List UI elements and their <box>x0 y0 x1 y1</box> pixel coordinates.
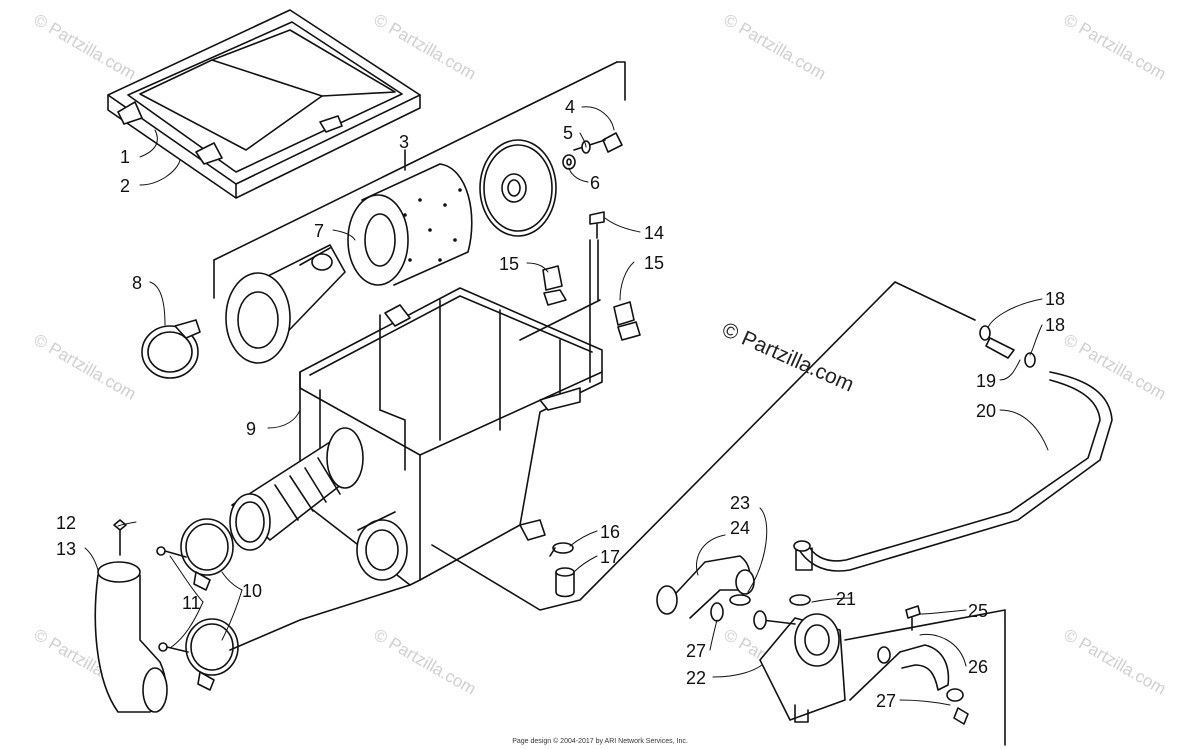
callout-18b: 18 <box>1045 315 1065 335</box>
callout-27b: 27 <box>876 691 896 711</box>
callout-25: 25 <box>968 601 988 621</box>
callout-7: 7 <box>314 221 324 241</box>
callout-8: 8 <box>132 273 142 293</box>
leader-lines <box>84 106 1049 706</box>
callout-13: 13 <box>56 539 76 559</box>
callout-19: 19 <box>976 371 996 391</box>
fitting-18-19 <box>979 325 1036 368</box>
callout-2: 2 <box>120 176 130 196</box>
callout-labels: 1 2 3 4 5 6 7 8 9 10 11 12 13 14 15 15 1… <box>56 97 1065 711</box>
airbox-cover <box>107 9 421 199</box>
clamp-21 <box>789 594 811 606</box>
callout-24: 24 <box>730 518 750 538</box>
assembly-bracket-lines <box>229 239 1006 746</box>
valve-22 <box>753 610 846 723</box>
footer-copyright: Page design © 2004-2017 by ARI Network S… <box>512 738 688 745</box>
hose-clamp-8 <box>141 319 201 379</box>
hose-24 <box>656 555 755 619</box>
callout-3: 3 <box>399 132 409 152</box>
foam-filter <box>347 163 473 286</box>
callout-21: 21 <box>836 589 856 609</box>
callout-15b: 15 <box>644 253 664 273</box>
clip-15a <box>542 265 567 306</box>
breather-hose <box>793 371 1113 572</box>
grommet-17 <box>555 567 575 598</box>
callout-10: 10 <box>242 581 262 601</box>
clamp-23-27 <box>710 594 891 664</box>
callout-6: 6 <box>590 173 600 193</box>
callout-5: 5 <box>563 123 573 143</box>
inlet-boot <box>229 427 364 551</box>
callout-14: 14 <box>644 223 664 243</box>
callout-22: 22 <box>686 668 706 688</box>
callout-1: 1 <box>120 147 130 167</box>
intake-duct <box>94 519 168 713</box>
clamp-16 <box>549 542 574 557</box>
callout-16: 16 <box>600 522 620 542</box>
filter-assembly-bracket <box>213 61 626 299</box>
callout-26: 26 <box>968 657 988 677</box>
callout-4: 4 <box>565 97 575 117</box>
clip-15b <box>613 301 641 341</box>
callout-23: 23 <box>730 493 750 513</box>
callout-9: 9 <box>246 419 256 439</box>
filter-end-cap <box>479 139 557 237</box>
callout-27a: 27 <box>686 641 706 661</box>
bolt-14 <box>589 211 605 239</box>
callout-11: 11 <box>182 593 201 613</box>
outlet-port <box>356 511 408 581</box>
callout-20: 20 <box>976 401 996 421</box>
filter-cage <box>225 244 346 364</box>
callout-12: 12 <box>56 513 76 533</box>
screw-11 <box>156 546 189 653</box>
callout-18a: 18 <box>1045 289 1065 309</box>
air-box <box>299 287 603 586</box>
hose-26 <box>899 644 969 725</box>
callout-17: 17 <box>600 547 620 567</box>
callout-15a: 15 <box>499 254 519 274</box>
